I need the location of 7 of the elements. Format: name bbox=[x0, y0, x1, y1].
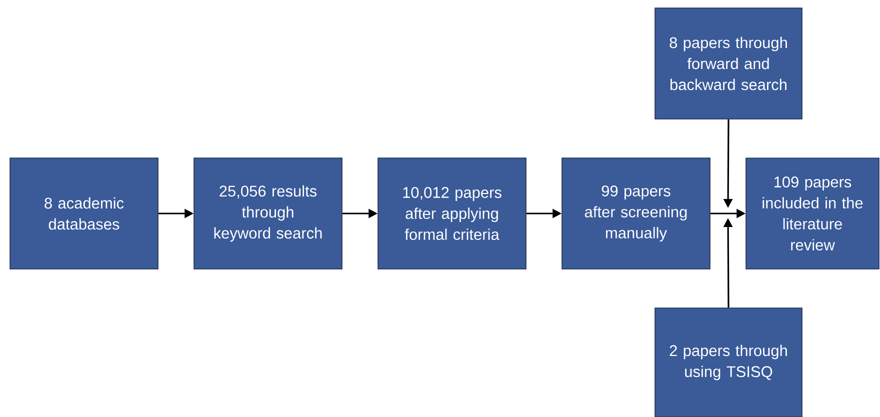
process-box: 10,012 papers after applying formal criteria bbox=[378, 158, 526, 270]
process-box: 8 papers through forward and backward search bbox=[654, 8, 802, 120]
process-box: 99 papers after screening manually bbox=[562, 158, 710, 270]
process-box: 8 academic databases bbox=[10, 158, 158, 270]
process-box: 109 papers included in the literature review bbox=[746, 158, 880, 270]
process-box: 25,056 results through keyword search bbox=[194, 158, 342, 270]
process-box: 2 papers through using TSISQ bbox=[654, 308, 802, 417]
